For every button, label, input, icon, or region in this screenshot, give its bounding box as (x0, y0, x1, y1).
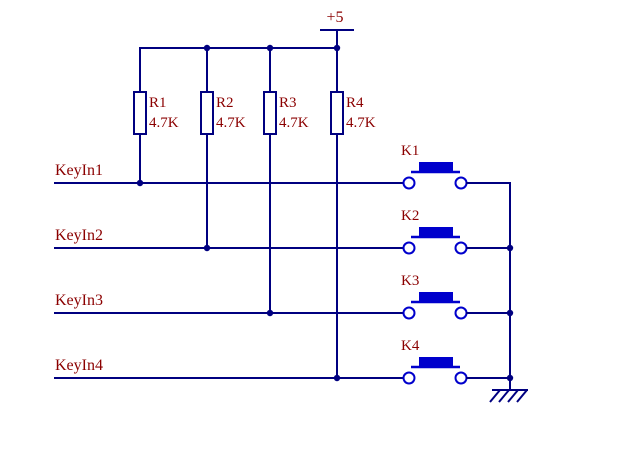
button-ref-label: K3 (401, 273, 419, 289)
button-terminal-right (454, 241, 468, 255)
button-cap (419, 292, 453, 301)
key-button-k1: K1 (401, 143, 511, 190)
junction-dot (506, 244, 514, 252)
resistor-ref-label: R2 (216, 95, 234, 111)
button-terminal-left (402, 176, 416, 190)
resistor-body (200, 91, 214, 135)
junction-dot (136, 179, 144, 187)
key-button-k3: K3 (401, 273, 511, 320)
button-terminal-left (402, 371, 416, 385)
button-terminal-right (454, 371, 468, 385)
key-button-k4: K4 (401, 338, 511, 385)
junction-dot (506, 374, 514, 382)
junction-dot (266, 309, 274, 317)
resistor-r3: R3 4.7K (263, 47, 309, 314)
button-terminal-right (454, 306, 468, 320)
resistor-value-label: 4.7K (279, 115, 309, 131)
net-keyin2: KeyIn2 (54, 227, 404, 249)
junction-dot (203, 244, 211, 252)
net-keyin4: KeyIn4 (54, 357, 404, 379)
junction-dot (506, 309, 514, 317)
ground-hatch (498, 389, 510, 403)
resistor-value-label: 4.7K (216, 115, 246, 131)
resistor-body (263, 91, 277, 135)
keyin2-label: KeyIn2 (55, 227, 103, 244)
button-ref-label: K4 (401, 338, 420, 354)
resistor-r4: R4 4.7K (330, 47, 376, 379)
keyin3-label: KeyIn3 (55, 292, 103, 309)
resistor-value-label: 4.7K (346, 115, 376, 131)
junction-dot (333, 44, 341, 52)
button-cap (419, 357, 453, 366)
net-keyin1: KeyIn1 (54, 162, 404, 184)
resistor-ref-label: R4 (346, 95, 364, 111)
resistor-ref-label: R1 (149, 95, 167, 111)
junction-dot (333, 374, 341, 382)
power-label: +5 (326, 9, 343, 26)
button-ref-label: K2 (401, 208, 419, 224)
button-cap (419, 162, 453, 171)
keyin4-label: KeyIn4 (55, 357, 103, 374)
button-cap (419, 227, 453, 236)
ground-symbol (489, 389, 528, 403)
ground-hatch (507, 389, 519, 403)
resistor-value-label: 4.7K (149, 115, 179, 131)
junction-dot (266, 44, 274, 52)
button-terminal-right (454, 176, 468, 190)
junction-dot (203, 44, 211, 52)
button-ref-label: K1 (401, 143, 419, 159)
resistor-r1: R1 4.7K (133, 47, 179, 184)
resistor-ref-label: R3 (279, 95, 297, 111)
ground-hatch (489, 389, 501, 403)
net-keyin3: KeyIn3 (54, 292, 404, 314)
resistor-body (330, 91, 344, 135)
resistor-r2: R2 4.7K (200, 47, 246, 249)
ground-hatch (516, 389, 528, 403)
button-terminal-left (402, 306, 416, 320)
key-button-k2: K2 (401, 208, 511, 255)
button-terminal-left (402, 241, 416, 255)
junction-dots (136, 44, 514, 382)
resistor-body (133, 91, 147, 135)
power-symbol: +5 (320, 9, 354, 49)
keyin1-label: KeyIn1 (55, 162, 103, 179)
